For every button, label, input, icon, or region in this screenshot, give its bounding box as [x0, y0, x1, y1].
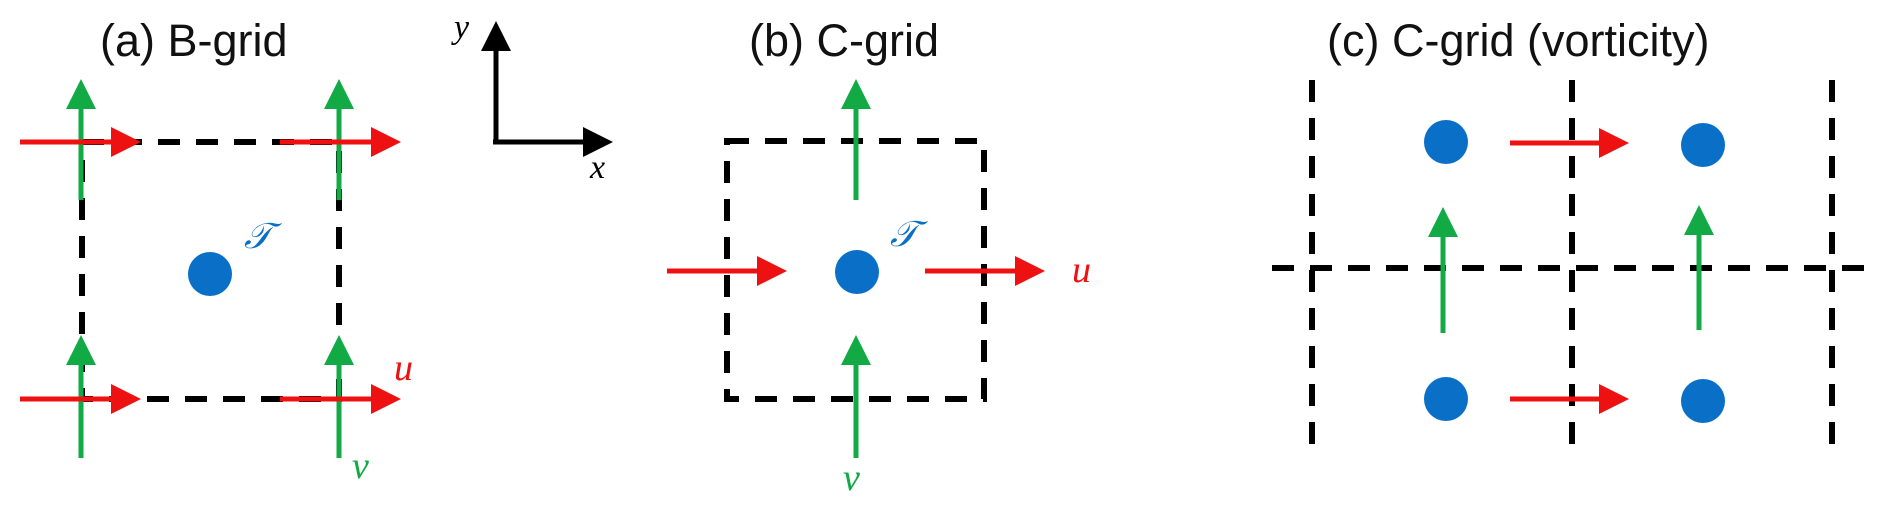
panel-b-v-label: v: [843, 457, 860, 499]
panel-b-title: (b) C-grid: [749, 15, 939, 66]
panel-b-tracer-point: [835, 250, 879, 294]
y-axis-label: y: [451, 9, 470, 46]
panel-c-tracer-point-bottom-left: [1424, 377, 1468, 421]
panel-b-c-grid: (b) C-grid 𝒯 u v: [667, 15, 1091, 499]
panel-a-u-label: u: [394, 347, 413, 389]
panel-a-v-label: v: [352, 445, 369, 487]
panel-b-tracer-label: 𝒯: [890, 214, 928, 254]
axes-indicator: y x: [451, 9, 613, 186]
panel-a-tracer-point: [188, 252, 232, 296]
panel-b-u-label: u: [1072, 249, 1091, 291]
panel-c-c-grid-vorticity: (c) C-grid (vorticity): [1272, 15, 1874, 446]
panel-c-title: (c) C-grid (vorticity): [1327, 15, 1709, 66]
panel-a-tracer-label: 𝒯: [244, 216, 282, 256]
panel-a-b-grid: (a) B-grid 𝒯 u v: [20, 15, 413, 487]
x-axis-label: x: [589, 149, 605, 186]
panel-a-cell-outline: [79, 139, 342, 402]
panel-c-tracer-point-top-right: [1681, 123, 1725, 167]
panel-c-tracer-point-top-left: [1424, 120, 1468, 164]
panel-a-title: (a) B-grid: [100, 15, 288, 66]
panel-c-tracer-point-bottom-right: [1681, 379, 1725, 423]
